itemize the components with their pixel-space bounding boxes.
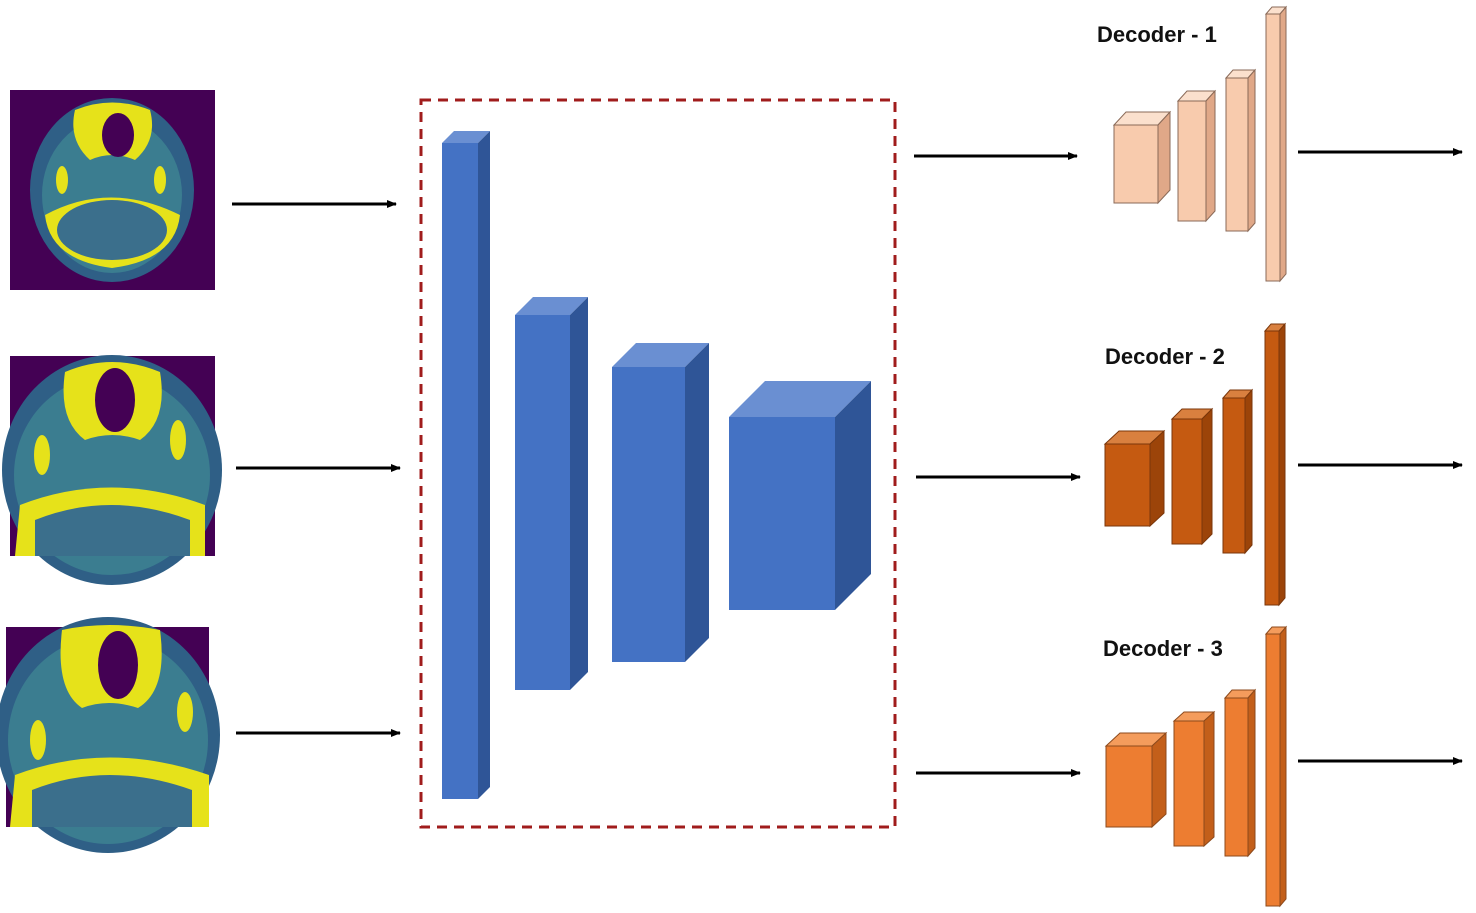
decoder-1-label: Decoder - 1 bbox=[1097, 22, 1217, 47]
decoder-1-block-2 bbox=[1176, 89, 1217, 223]
decoder-3-block-1 bbox=[1104, 731, 1168, 829]
decoder-2-block-4 bbox=[1263, 322, 1287, 607]
encoder-block-3 bbox=[612, 343, 709, 662]
decoder-2-block-1 bbox=[1103, 429, 1166, 528]
decoder-1-block-4 bbox=[1264, 5, 1288, 283]
input-image-2 bbox=[2, 355, 222, 585]
input-image-1 bbox=[10, 90, 215, 290]
decoder-3-block-2 bbox=[1172, 710, 1216, 848]
encoder-block-1 bbox=[442, 131, 490, 799]
decoder-1-block-1 bbox=[1112, 110, 1172, 205]
decoder-2-block-2 bbox=[1170, 407, 1214, 546]
encoder-block-2 bbox=[515, 297, 588, 690]
decoder-2 bbox=[1103, 322, 1287, 607]
decoder-2-label: Decoder - 2 bbox=[1105, 344, 1225, 369]
decoder-3-label: Decoder - 3 bbox=[1103, 636, 1223, 661]
decoder-2-block-3 bbox=[1221, 388, 1254, 555]
decoder-3-block-3 bbox=[1223, 688, 1257, 858]
encoder-block-4 bbox=[729, 381, 871, 610]
decoder-3 bbox=[1104, 625, 1288, 908]
decoder-3-block-4 bbox=[1264, 625, 1288, 908]
decoder-1 bbox=[1112, 5, 1288, 283]
decoder-1-block-3 bbox=[1224, 68, 1257, 233]
input-image-3 bbox=[0, 617, 220, 853]
encoder-border bbox=[419, 98, 897, 829]
encoder-blocks bbox=[442, 131, 871, 799]
